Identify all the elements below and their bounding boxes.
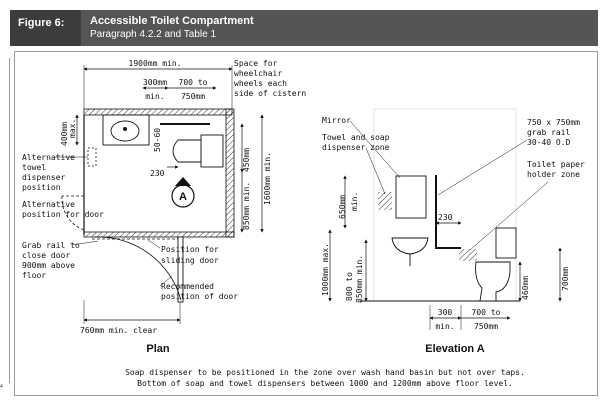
- toilet-paper-label: Toilet paper holder zone: [527, 160, 585, 179]
- elevation-cistern: [495, 227, 517, 259]
- svg-text:Space for: Space for: [234, 59, 278, 68]
- elevation-toilet: [475, 261, 511, 302]
- plan-basin-bowl: [110, 120, 140, 142]
- svg-text:close door: close door: [22, 251, 70, 260]
- plan-cistern: [200, 134, 224, 168]
- svg-text:grab rail: grab rail: [527, 128, 571, 137]
- elevation-title: Elevation A: [425, 343, 485, 355]
- dim-elev-230-label: 230: [438, 213, 453, 222]
- plan-door-leaf: [177, 236, 184, 303]
- svg-text:holder zone: holder zone: [527, 170, 580, 179]
- svg-text:floor: floor: [22, 271, 46, 280]
- figure-label: Figure 6:: [10, 10, 81, 46]
- svg-text:towel: towel: [22, 163, 46, 172]
- figure-subtitle: Paragraph 4.2.2 and Table 1: [90, 29, 217, 40]
- toilet-paper-zone: [459, 249, 477, 261]
- elevation-basin: [391, 237, 429, 255]
- svg-text:Alternative: Alternative: [22, 153, 75, 162]
- plan-alt-door-swing: [61, 195, 85, 231]
- dim-450-label: 450mm: [242, 148, 251, 172]
- dim-700-label: 700 to: [179, 78, 208, 87]
- towel-soap-zone: [378, 192, 392, 210]
- elevation-mirror: [395, 175, 427, 219]
- svg-text:Recommended: Recommended: [161, 282, 214, 291]
- page-number: 4: [0, 384, 3, 390]
- svg-text:Towel and soap: Towel and soap: [322, 133, 390, 142]
- svg-text:side of cistern: side of cistern: [234, 89, 306, 98]
- note-line: Bottom of soap and towel dispensers betw…: [137, 379, 513, 388]
- dim-850-label: 850mm min.: [242, 182, 251, 230]
- grab-rail-close-label: Grab rail to close door 900mm above floo…: [22, 241, 80, 280]
- elevation-marker-arrow: [175, 177, 191, 186]
- elevation-marker-letter: A: [179, 191, 187, 203]
- dim-650-sub: min.: [350, 192, 359, 211]
- dim-800-label: 800 to: [345, 272, 354, 301]
- elevation-view: Mirror Towel and soap dispenser zone 750…: [321, 108, 585, 355]
- dim-650-label: 650mm: [338, 195, 347, 219]
- towel-soap-label: Towel and soap dispenser zone: [322, 133, 390, 152]
- figure-frame: [14, 51, 598, 396]
- figure-titles: Accessible Toilet Compartment Paragraph …: [81, 10, 254, 46]
- figure-notes: Soap dispenser to be positioned in the z…: [60, 367, 590, 389]
- svg-text:wheels each: wheels each: [234, 79, 287, 88]
- note-line: Soap dispenser to be positioned in the z…: [125, 368, 525, 377]
- svg-text:sliding door: sliding door: [161, 256, 219, 265]
- plan-alt-towel-dispenser: [87, 147, 97, 167]
- svg-text:750 x 750mm: 750 x 750mm: [527, 118, 580, 127]
- elevation-grab-rail-label: 750 x 750mm grab rail 30-40 O.D: [527, 118, 580, 147]
- svg-text:wheelchair: wheelchair: [234, 69, 282, 78]
- svg-text:Grab rail to: Grab rail to: [22, 241, 80, 250]
- dim-300-label: 300mm: [143, 78, 167, 87]
- plan-top-wall: [83, 108, 233, 116]
- svg-text:900mm above: 900mm above: [22, 261, 75, 270]
- dim-400-sub: max.: [68, 119, 77, 138]
- alt-door-label: Alternative position for door: [22, 200, 104, 219]
- sliding-door-label: Position for sliding door: [161, 245, 219, 265]
- recommended-door-label: Recommended position of door: [161, 282, 238, 301]
- dim-400-label: 400mm: [60, 122, 69, 146]
- elevation-grab-rail: [435, 175, 461, 249]
- figure-title: Accessible Toilet Compartment: [90, 15, 254, 27]
- margin-rule: [9, 58, 10, 383]
- wheelchair-note: Space for wheelchair wheels each side of…: [234, 59, 306, 98]
- svg-text:position: position: [22, 183, 61, 192]
- dim-elev-300-sub: min.: [435, 322, 454, 331]
- dim-1000-label: 1000mm max.: [321, 243, 330, 296]
- plan-bottom-wall: [83, 231, 235, 238]
- dim-1600-label: 1600mm min.: [263, 152, 272, 205]
- alt-towel-label: Alternative towel dispenser position: [22, 153, 75, 192]
- plan-right-wall: [225, 108, 235, 238]
- mirror-label: Mirror: [322, 116, 351, 125]
- plan-toilet-bowl: [172, 139, 202, 163]
- dim-elev-700-label: 700 to: [472, 308, 501, 317]
- svg-text:Toilet paper: Toilet paper: [527, 160, 585, 169]
- dim-50-60: 50-60: [153, 128, 162, 152]
- figure-header: Figure 6: Accessible Toilet Compartment …: [10, 10, 598, 46]
- svg-text:Alternative: Alternative: [22, 200, 75, 209]
- plan-view: A 1900mm min. 300mm min. 700 to 750mm Sp…: [22, 59, 306, 355]
- svg-text:position of door: position of door: [161, 292, 238, 301]
- svg-text:dispenser: dispenser: [22, 173, 66, 182]
- svg-text:Position for: Position for: [161, 245, 219, 254]
- svg-text:position for door: position for door: [22, 210, 104, 219]
- dim-elev-700-sub: 750mm: [474, 322, 498, 331]
- plan-title: Plan: [146, 343, 170, 355]
- dim-700-sub: 750mm: [181, 92, 205, 101]
- dim-1900-label: 1900mm min.: [129, 59, 182, 68]
- dim-300-sub: min.: [145, 92, 164, 101]
- dim-800-sub: 850mm min.: [355, 255, 364, 303]
- svg-text:30-40 O.D: 30-40 O.D: [527, 138, 571, 147]
- plan-basin-drain: [123, 127, 127, 131]
- plan-offset-230: 230: [150, 169, 165, 178]
- dim-elev-300-label: 300: [438, 308, 453, 317]
- dim-460-label: 460mm: [521, 276, 530, 300]
- dim-700-elev-label: 700mm: [561, 267, 570, 291]
- dim-760-label: 760mm min. clear: [80, 326, 157, 335]
- plan-door-swing: [94, 236, 182, 301]
- svg-text:dispenser zone: dispenser zone: [322, 143, 390, 152]
